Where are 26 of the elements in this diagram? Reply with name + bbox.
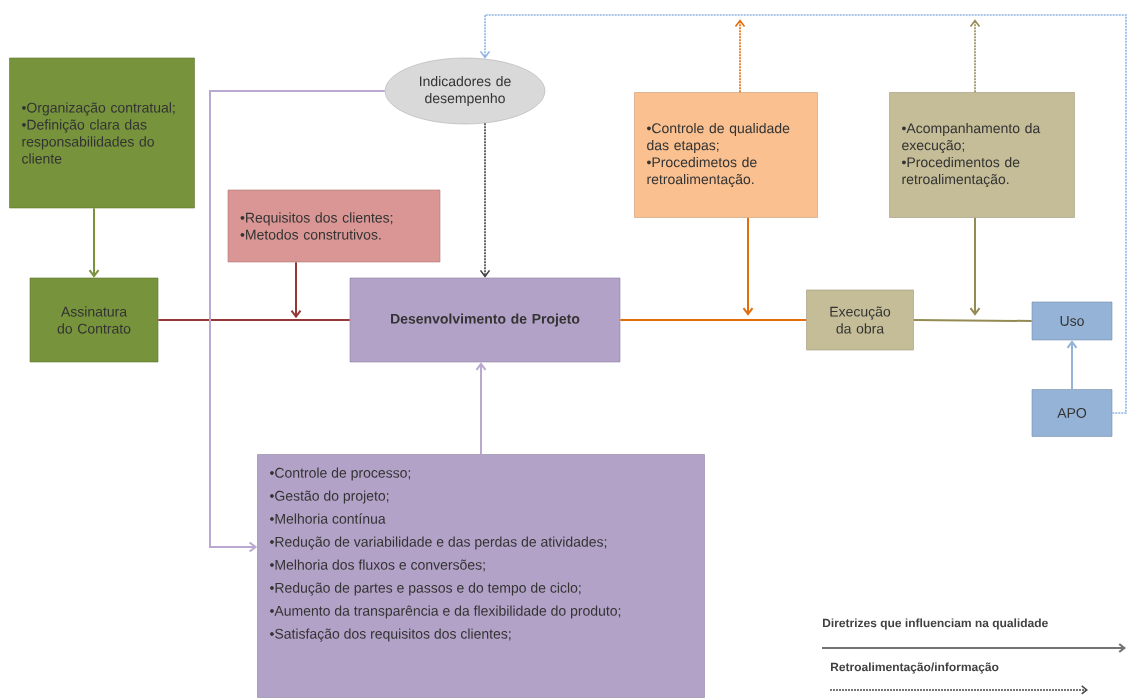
connector-line	[157, 319, 351, 321]
process-box: Desenvolvimento de Projeto	[349, 277, 621, 363]
process-box: •Acompanhamento da execução; •Procedimentos de retroalimentação.	[889, 92, 1075, 218]
feedback-arrow	[734, 19, 746, 93]
arrow	[475, 362, 487, 456]
arrow	[969, 216, 981, 316]
feedback-arrow	[479, 14, 1127, 414]
arrow	[742, 216, 754, 316]
process-box: Assinatura do Contrato	[29, 277, 159, 363]
feedback-arrow	[479, 122, 491, 278]
process-box: APO	[1031, 389, 1113, 437]
process-box: •Requisitos dos clientes; •Metodos construtivos.	[227, 189, 441, 263]
process-box: •Controle de processo; •Gestão do projeto; •Melhoria contínua •Redução de variabilidade e das perdas de atividades; •Melhoria dos fluxos e conversões; •Redução de partes e passos e do tempo de ciclo; •Aumento da transparência e da flexibilidade do produto; •Satisfação dos requisitos dos clientes;	[257, 454, 705, 698]
feedback-arrow	[969, 19, 981, 93]
process-box: Uso	[1031, 301, 1113, 341]
arrow	[88, 207, 100, 278]
legend-label: Retroalimentação/informação	[831, 662, 999, 674]
connector-line	[619, 319, 808, 321]
connector-line	[912, 319, 1033, 322]
legend-label: Diretrizes que influenciam na qualidade	[823, 618, 1048, 630]
arrow	[290, 261, 302, 319]
process-box: •Organização contratual; •Definição clara das responsabilidades do cliente	[9, 57, 195, 209]
process-box: Execução da obra	[806, 289, 914, 351]
arrow	[209, 90, 386, 553]
process-box: •Controle de qualidade das etapas; •Procedimetos de retroalimentação.	[634, 92, 818, 218]
arrow	[1066, 340, 1078, 391]
